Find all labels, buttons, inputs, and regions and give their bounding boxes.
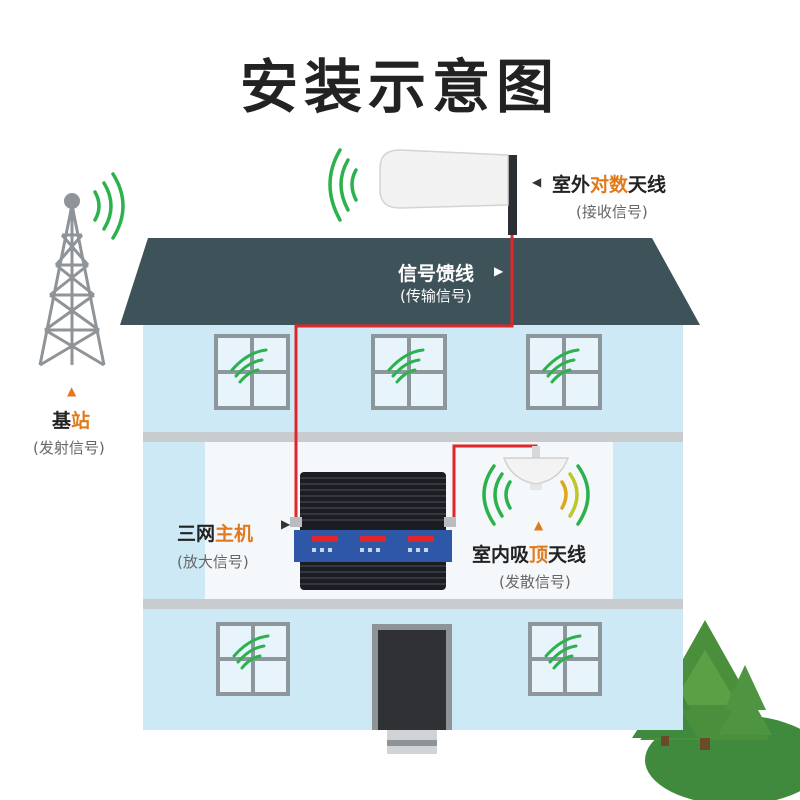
amplifier-icon <box>290 472 456 590</box>
signal-wave-icon <box>328 148 358 222</box>
signal-wave-icon <box>482 464 512 526</box>
pointer-right-icon: ▶ <box>494 264 504 278</box>
signal-wave-icon <box>560 464 590 526</box>
indoor-antenna-sublabel: (发散信号) <box>499 573 571 591</box>
roof <box>120 238 700 325</box>
signal-wave-icon <box>387 348 425 384</box>
pointer-left-icon: ◀ <box>532 175 542 189</box>
indoor-antenna-label: 室内吸顶天线 <box>472 544 587 566</box>
pointer-up-icon: ▲ <box>534 518 544 532</box>
page-title: 安装示意图 <box>239 53 560 121</box>
feeder-label: 信号馈线 <box>398 263 475 285</box>
tower-icon <box>38 204 106 367</box>
host-sublabel: (放大信号) <box>177 553 249 571</box>
signal-wave-icon <box>544 634 582 670</box>
signal-wave-icon <box>93 172 125 240</box>
pointer-right-icon: ▶ <box>281 517 291 531</box>
signal-wave-icon <box>542 348 580 384</box>
tower-top <box>64 193 80 209</box>
base-station-label: 基站 <box>52 410 91 432</box>
door-step-line <box>387 740 437 746</box>
door-icon <box>372 624 452 730</box>
host-label: 三网主机 <box>177 523 254 545</box>
signal-wave-icon <box>230 348 268 384</box>
pointer-up-icon: ▲ <box>67 384 77 398</box>
log-periodic-antenna-icon <box>379 149 517 235</box>
outdoor-antenna-sublabel: (接收信号) <box>576 203 648 221</box>
floor-band <box>143 432 683 442</box>
feeder-sublabel: (传输信号) <box>400 287 472 305</box>
tree-icon <box>718 665 772 735</box>
ceiling-antenna-icon <box>502 446 570 490</box>
base-station-sublabel: (发射信号) <box>33 439 105 457</box>
floor-band <box>143 599 683 609</box>
outdoor-antenna-label: 室外对数天线 <box>552 174 667 196</box>
signal-wave-icon <box>232 634 270 670</box>
